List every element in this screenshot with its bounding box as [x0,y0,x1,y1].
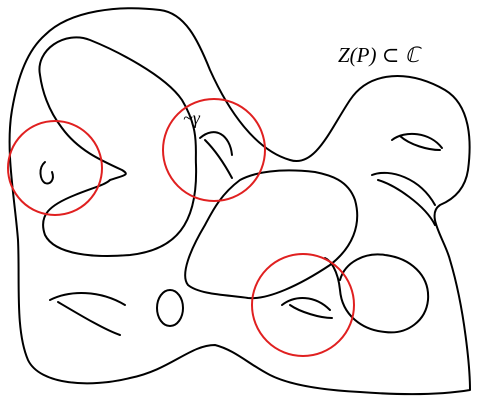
set-label: Z(P) ⊂ ℂ [338,43,423,67]
right-handle-loop [324,253,430,334]
genus-hole-5 [281,297,333,319]
genus-hole-1 [371,171,436,226]
genus-hole-3 [49,292,126,336]
outer-boundary-curve [8,7,471,396]
upper-left-inner-loop [38,36,198,257]
left-hook-curve [39,161,54,185]
middle-inner-region [184,169,359,300]
cycle-label: ~γ [183,108,201,128]
highlight-circle-left [7,120,103,216]
genus-hole-2 [391,132,443,151]
highlight-circle-top [162,98,266,202]
genus-hole-6 [199,131,233,179]
highlight-circle-bottom [251,253,355,357]
genus-hole-4 [156,289,184,327]
